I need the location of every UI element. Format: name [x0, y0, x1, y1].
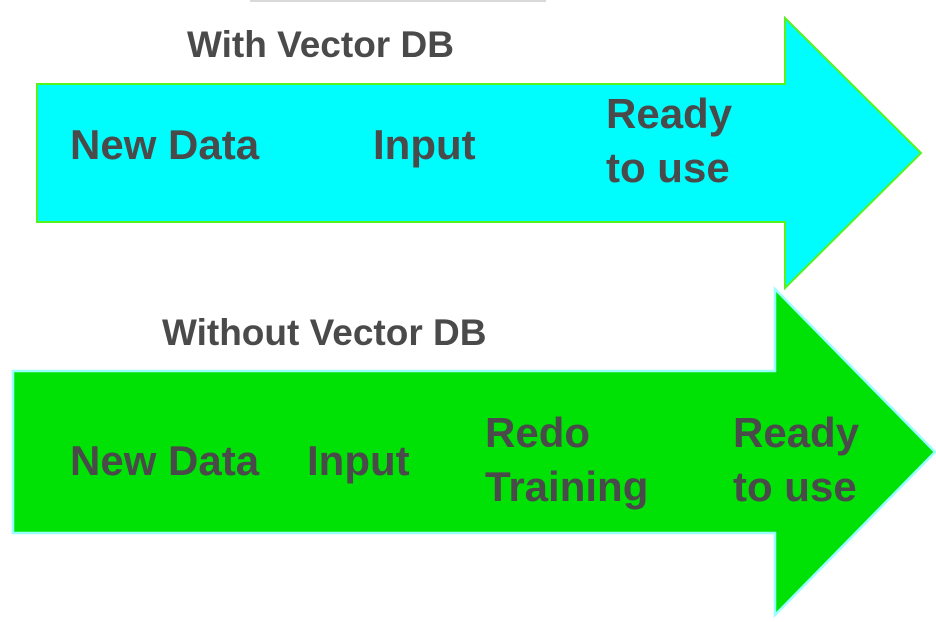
without-db-arrow-shape	[11, 285, 936, 619]
with-db-step-ready-line1: Ready	[606, 90, 733, 137]
with-db-title: With Vector DB	[187, 24, 454, 65]
with-db-step-ready-line2: to use	[606, 144, 730, 191]
with-db-arrow-shape	[36, 15, 923, 291]
without-db-step-redo-training: Redo Training	[485, 406, 648, 514]
without-db-step-ready-line1: Ready	[733, 409, 860, 456]
cropped-top-edge-line	[250, 0, 546, 2]
with-db-step-input: Input	[373, 121, 476, 168]
without-db-step-input: Input	[307, 437, 410, 484]
without-db-step-ready-to-use: Ready to use	[733, 406, 859, 514]
without-db-step-ready-line2: to use	[733, 463, 857, 510]
with-db-step-new-data: New Data	[70, 121, 260, 168]
without-db-title: Without Vector DB	[162, 312, 487, 353]
without-db-step-redo-line2: Training	[485, 463, 649, 510]
with-db-step-ready-to-use: Ready to use	[606, 87, 732, 195]
without-db-step-redo-line1: Redo	[485, 409, 590, 456]
without-db-step-new-data: New Data	[70, 437, 260, 484]
